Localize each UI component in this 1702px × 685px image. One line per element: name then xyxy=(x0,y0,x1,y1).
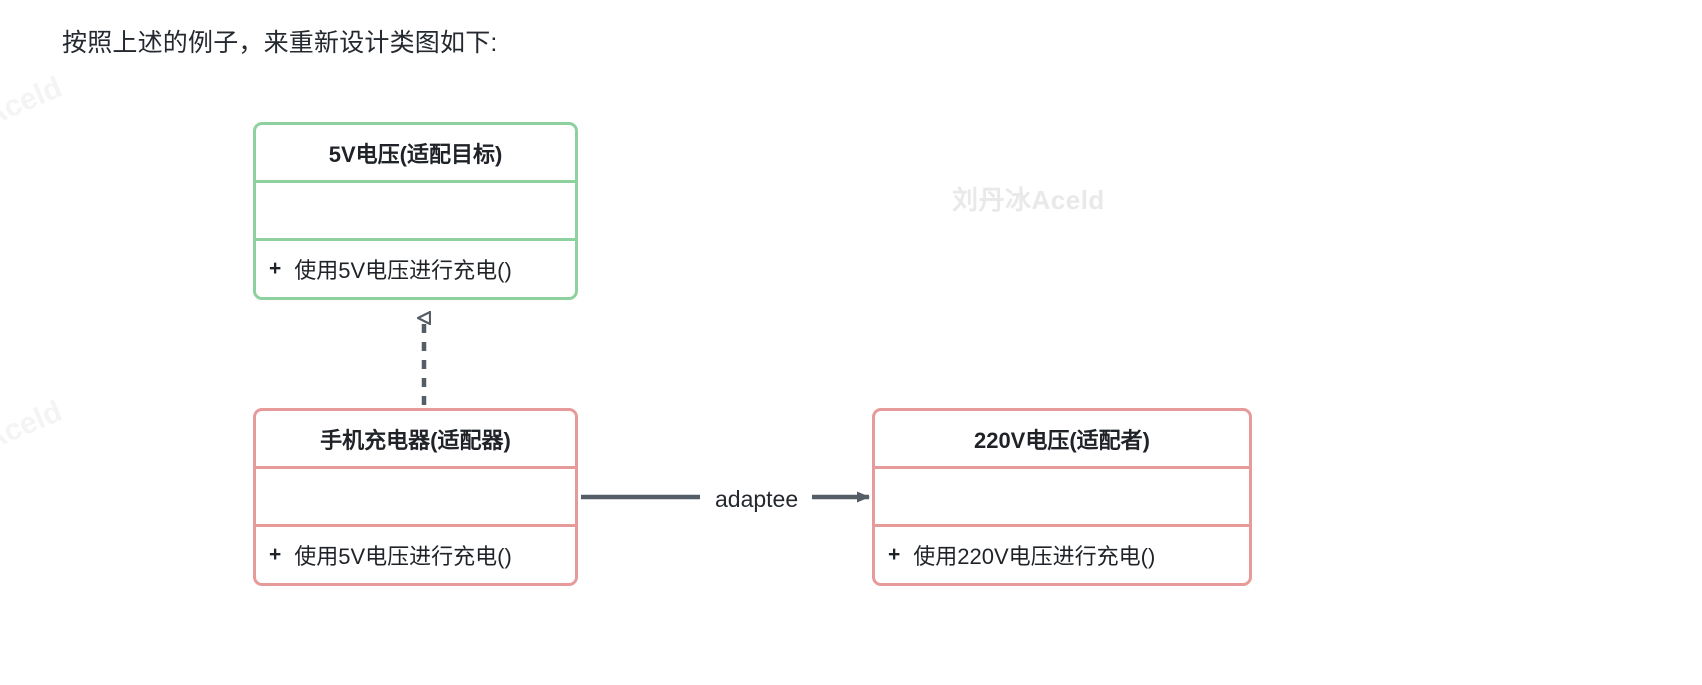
method-signature: 使用5V电压进行充电() xyxy=(294,544,512,569)
method-visibility: + xyxy=(888,543,901,566)
page-title: 按照上述的例子，来重新设计类图如下: xyxy=(62,29,498,57)
class-method-target: + 使用5V电压进行充电() xyxy=(256,241,575,297)
class-method-adaptee: + 使用220V电压进行充电() xyxy=(875,527,1249,583)
class-attributes-target xyxy=(256,183,575,241)
class-name-target: 5V电压(适配目标) xyxy=(256,125,575,183)
class-name-adaptee: 220V电压(适配者) xyxy=(875,411,1249,469)
method-visibility: + xyxy=(269,257,282,280)
watermark-center: 刘丹冰Aceld xyxy=(952,185,1105,215)
method-visibility: + xyxy=(269,543,282,566)
class-attributes-adaptee xyxy=(875,469,1249,527)
method-signature: 使用5V电压进行充电() xyxy=(294,258,512,283)
relation-label-adaptee: adaptee xyxy=(712,486,802,513)
class-box-adapter[interactable]: 手机充电器(适配器) + 使用5V电压进行充电() xyxy=(253,408,578,586)
class-method-adapter: + 使用5V电压进行充电() xyxy=(256,527,575,583)
class-attributes-adapter xyxy=(256,469,575,527)
class-box-target[interactable]: 5V电压(适配目标) + 使用5V电压进行充电() xyxy=(253,122,578,300)
class-box-adaptee[interactable]: 220V电压(适配者) + 使用220V电压进行充电() xyxy=(872,408,1252,586)
method-signature: 使用220V电压进行充电() xyxy=(913,544,1156,569)
class-name-adapter: 手机充电器(适配器) xyxy=(256,411,575,469)
